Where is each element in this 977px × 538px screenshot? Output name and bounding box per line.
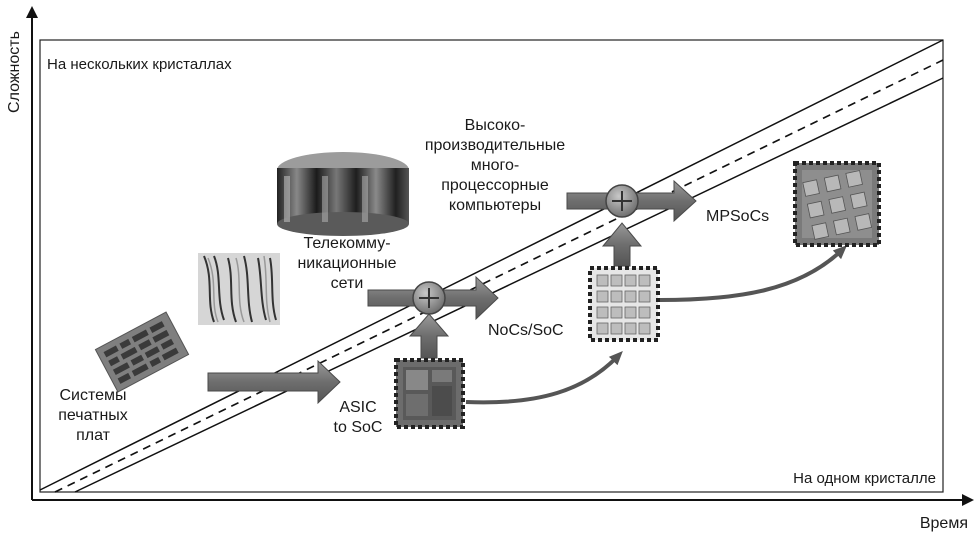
diagram-frame bbox=[39, 39, 944, 493]
noc-soc-label: NoCs/SoC bbox=[488, 322, 564, 339]
multi-chip-region-label: На нескольких кристаллах bbox=[47, 56, 232, 73]
asic-up-arrow bbox=[408, 313, 450, 359]
asic-chip-image bbox=[394, 358, 465, 429]
pcb-board-image bbox=[94, 311, 190, 393]
noc-to-mpsoc-curve bbox=[659, 245, 848, 302]
supercomputer-cabinet-image bbox=[277, 152, 409, 236]
single-chip-region-label: На одном кристалле bbox=[793, 470, 936, 487]
telecom-networks-label: Телекомму- никационные сети bbox=[297, 235, 397, 292]
plus-circle-icon bbox=[605, 184, 639, 218]
x-axis-label: Время bbox=[919, 515, 968, 532]
noc-up-arrow bbox=[601, 222, 643, 267]
asic-to-soc-label: ASIC to SoC bbox=[333, 399, 383, 436]
upper-boundary-line bbox=[39, 39, 944, 491]
asic-to-noc-curve bbox=[465, 350, 623, 405]
pcb-to-asic-arrow bbox=[207, 359, 341, 405]
network-cables-image bbox=[198, 253, 280, 325]
hpc-label: Высоко- производительные много- процессо… bbox=[424, 117, 566, 214]
plus-circle-icon bbox=[412, 281, 446, 315]
mpsocs-label: MPSoCs bbox=[706, 208, 770, 225]
mpsoc-chip-image bbox=[793, 161, 881, 247]
noc-grid-chip-image bbox=[588, 266, 660, 342]
dashed-boundary-line bbox=[54, 59, 944, 493]
pcb-systems-label: Системы печатных плат bbox=[58, 387, 128, 444]
lower-boundary-line bbox=[74, 77, 944, 493]
y-axis-label: Сложность bbox=[6, 31, 23, 113]
